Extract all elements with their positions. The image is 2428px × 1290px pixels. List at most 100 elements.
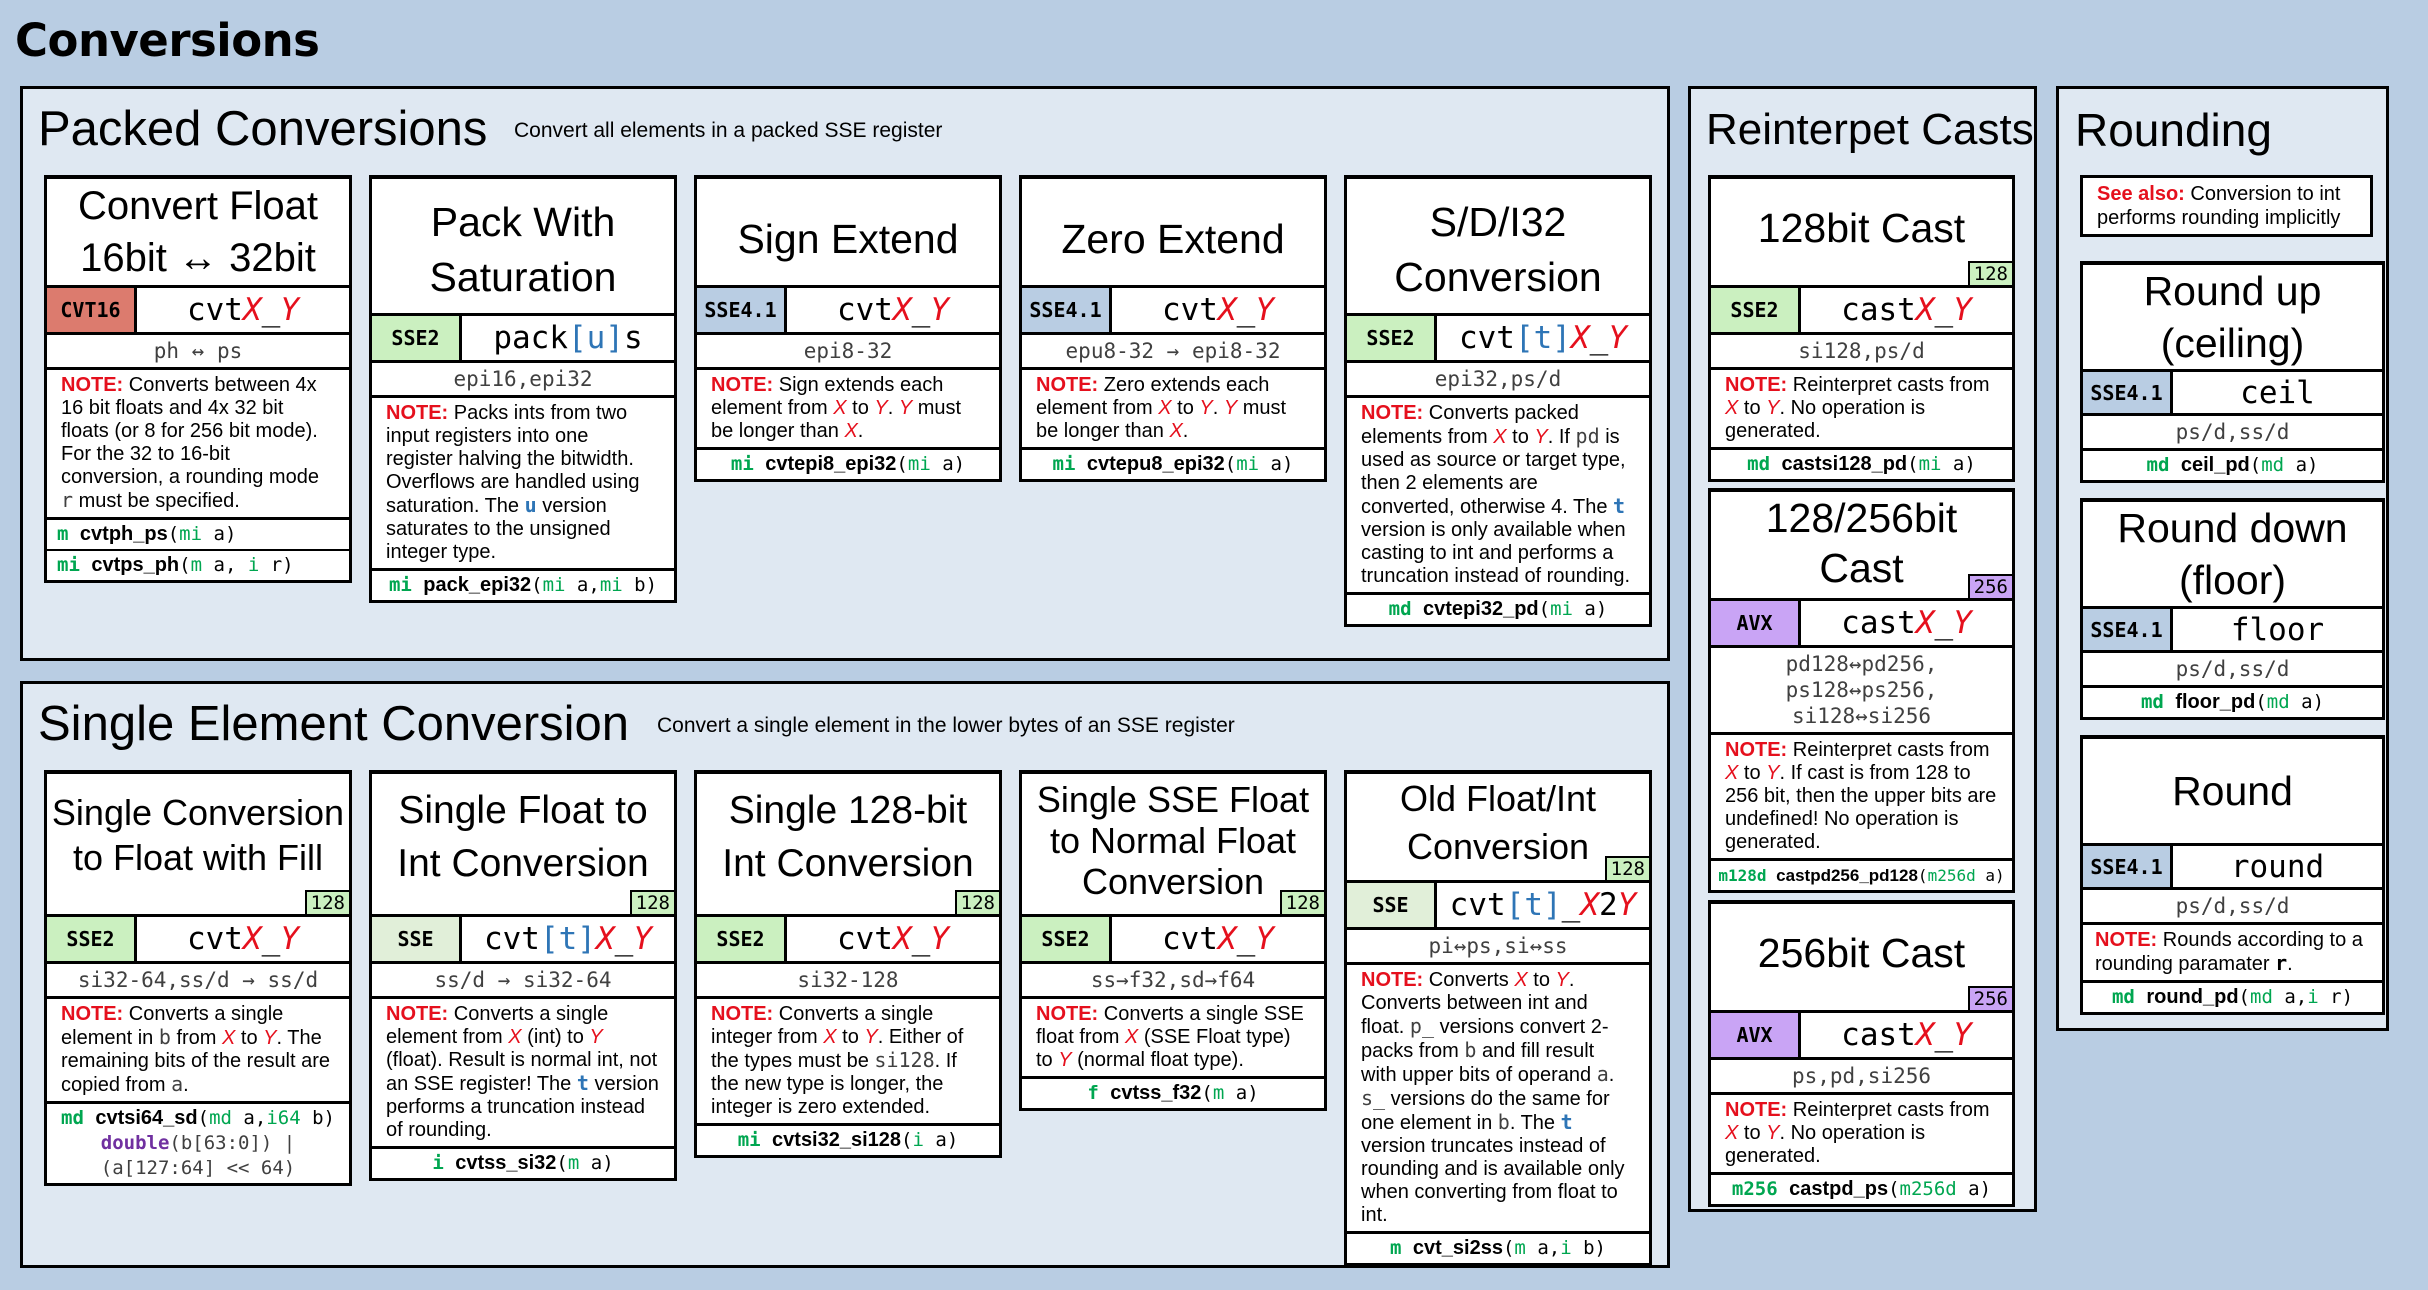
intrinsic-signature: floor (2230, 611, 2325, 648)
param-name: a (1572, 598, 1596, 620)
code-keyword: double (100, 1132, 170, 1154)
note-text: Rounds according to a rounding paramater (2095, 929, 2363, 975)
sig-y: Y (280, 921, 299, 957)
note: NOTE: Reinterpret casts from X to Y. No … (1711, 370, 2012, 450)
paren: ( (179, 554, 191, 576)
note-text: to (836, 1026, 865, 1048)
extension-badge: SSE2 (47, 917, 137, 961)
extension-badge: SSE4.1 (1022, 288, 1112, 332)
function-name: pack_epi32 (423, 574, 532, 596)
paren: ) (323, 1107, 335, 1129)
type-list: si32-64,ss/d → ss/d (47, 964, 349, 999)
note-text: . The remaining bits of the result are c… (61, 1027, 331, 1096)
paren: ) (1247, 1082, 1259, 1104)
title-line: Conversion (1406, 826, 1590, 867)
sig-y: Y (1255, 921, 1274, 957)
sig-x: X (1217, 292, 1237, 328)
intrinsic-signature: round (2230, 848, 2325, 885)
title-line: Single Conversion (51, 792, 345, 833)
note-code: t (1613, 494, 1626, 518)
function-name: cvtph_ps (79, 523, 168, 545)
note-var: X (1725, 397, 1739, 419)
paren: ( (1888, 1178, 1900, 1200)
sig-y: Y (1953, 292, 1972, 328)
title-line: 128bit Cast (1757, 204, 1966, 251)
sig-x: X (892, 921, 912, 957)
sig-sep: _ (261, 921, 281, 957)
signature-row: SSE2 pack[u]s (372, 316, 674, 363)
code-line: (a[127:64] << 64) (100, 1157, 296, 1179)
note: NOTE: Converts between 4x 16 bit floats … (47, 370, 349, 520)
note: NOTE: Converts a single SSE float from X… (1022, 999, 1324, 1079)
param-type: md (209, 1107, 232, 1129)
title-line: (ceiling) (2160, 320, 2305, 366)
page-title: Conversions (15, 14, 320, 67)
card-title: Round down (floor) (2083, 502, 2382, 609)
note-code: a (171, 1072, 184, 1096)
param-name: a, (1525, 1237, 1561, 1259)
note: NOTE: Sign extends each element from X t… (697, 370, 999, 450)
note-text: Converts a single integer from (711, 1003, 934, 1048)
note-text: to (1171, 397, 1200, 419)
function-name: castpd_ps (1789, 1178, 1889, 1200)
card-title: Single Float to Int Conversion 128 (372, 774, 674, 917)
paren: ( (2249, 454, 2262, 476)
card-old-float-int: Old Float/Int Conversion 128 SSE cvt[t]_… (1344, 770, 1652, 1266)
title-line: to Float with Fill (72, 837, 324, 878)
title-line: Round down (2117, 505, 2348, 551)
param-type: mi (907, 453, 931, 475)
note-text: versions do the same for one element in (1361, 1088, 1610, 1134)
note-text: to (235, 1027, 264, 1049)
paren: ( (2255, 691, 2267, 713)
sig-sep: _ (1934, 605, 1954, 641)
param-type: i (1560, 1237, 1572, 1259)
type-list: si32-128 (697, 964, 999, 999)
card-title: Convert Float 16bit ↔ 32bit (47, 179, 349, 288)
sig-sep: _ (614, 921, 634, 957)
note-text: to (1738, 1122, 1767, 1144)
card-title: S/D/I32 Conversion (1347, 179, 1649, 316)
note-text: Converts a single element from (386, 1003, 609, 1048)
note-code: b (1497, 1110, 1510, 1134)
note-text: and fill result with upper bits of opera… (1361, 1040, 1597, 1086)
return-type: mi (57, 554, 80, 576)
note-code: u (524, 493, 537, 517)
note-text: . Converts between int and float. (1361, 969, 1588, 1038)
note-text: Converts (1423, 969, 1515, 991)
note-text: Converts a single element in (61, 1003, 284, 1049)
note-text: to (1506, 426, 1535, 448)
note-text: . The (1509, 1112, 1561, 1134)
return-type: m (57, 523, 69, 545)
function-example: mi cvtsi32_si128(i a) (697, 1126, 999, 1155)
signature-row: SSE4.1 round (2083, 846, 2382, 890)
param-type: mi (542, 574, 566, 596)
extension-badge: SSE (372, 917, 462, 961)
note-text: (int) to (521, 1026, 590, 1048)
note-text: must be longer than (711, 397, 962, 442)
card-title: Pack With Saturation (372, 179, 674, 316)
paren: ( (167, 523, 180, 545)
title-part: 32bit (229, 236, 316, 280)
note: NOTE: Converts a single integer from X t… (697, 999, 999, 1126)
title-line: Int Conversion (722, 842, 974, 885)
note-text: Reinterpret casts from (1787, 739, 1990, 761)
intrinsic-signature: cvt[t]X_Y (1437, 316, 1649, 360)
param-type: mi (1550, 598, 1573, 620)
code-text: (b[63:0]) | (169, 1132, 296, 1154)
note-label: NOTE: (1725, 1099, 1788, 1121)
note-label: NOTE: (61, 1003, 124, 1025)
card-title: Single 128-bit Int Conversion 128 (697, 774, 999, 917)
section-title: Packed Conversions (38, 102, 488, 156)
extension-badge: SSE4.1 (697, 288, 787, 332)
param-type: md (2261, 454, 2285, 476)
note-var: X (1493, 426, 1507, 448)
paren: ) (1964, 453, 1976, 475)
sig-sep: _ (1236, 921, 1256, 957)
note-text: . If the new type is longer, the integer… (711, 1050, 957, 1118)
paren: ) (1995, 866, 2005, 885)
